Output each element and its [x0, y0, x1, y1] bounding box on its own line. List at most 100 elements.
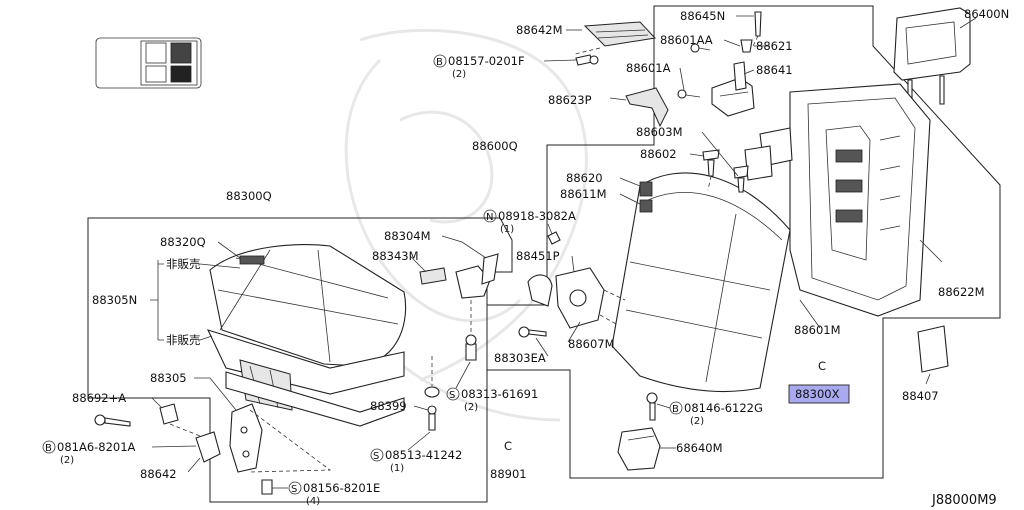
part-88641-drawing [711, 61, 755, 117]
fastener-08313: S 08313-61691 (2) [446, 361, 538, 413]
label-88611m: 88611M [560, 187, 607, 201]
fastener-code: 08313-61691 [461, 387, 538, 401]
headrest-86400n-drawing [893, 7, 971, 113]
hinge-88305-drawing [229, 403, 332, 495]
fastener-code: 08918-3082A [498, 209, 576, 223]
label-88320q: 88320Q [160, 235, 206, 249]
part-88692a-drawing [159, 403, 179, 425]
seat-position-icon [95, 37, 202, 89]
label-68640m: 68640M [676, 441, 723, 455]
label-88642: 88642 [140, 467, 177, 481]
label-88300x: 88300X [795, 387, 840, 401]
nut-08918-drawing [547, 231, 561, 245]
part-88645n-drawing [751, 11, 762, 49]
label-88620: 88620 [566, 171, 603, 185]
fastener-08156: S 08156-8201E (4) [272, 481, 380, 507]
fastener-qty: (2) [690, 416, 704, 427]
fastener-qty: (2) [464, 402, 478, 413]
fastener-mark: B [45, 443, 52, 454]
label-88623p: 88623P [548, 93, 592, 107]
fastener-code: 08156-8201E [303, 481, 380, 495]
label-88600q: 88600Q [472, 139, 518, 153]
label-86400n: 86400N [964, 7, 1009, 21]
fastener-qty: (2) [452, 69, 466, 80]
bolt-88303ea-drawing [518, 326, 547, 338]
label-88343m: 88343M [372, 249, 419, 263]
fastener-qty: (4) [306, 496, 320, 507]
fastener-code: 08513-41242 [385, 448, 462, 462]
label-88602: 88602 [640, 147, 677, 161]
label-88641: 88641 [756, 63, 793, 77]
label-88451p: 88451P [516, 249, 560, 263]
fastener-08513: S 08513-41242 (1) [370, 431, 462, 474]
part-88642m-drawing [574, 21, 657, 55]
fastener-081a6: B 081A6-8201A (2) [42, 440, 197, 466]
label-88642m: 88642M [516, 23, 563, 37]
label-88305: 88305 [150, 371, 187, 385]
label-88300q: 88300Q [226, 189, 272, 203]
label-88901: 88901 [490, 467, 527, 481]
label-88601a: 88601A [626, 61, 671, 75]
label-88645n: 88645N [680, 9, 725, 23]
fastener-08918: N 08918-3082A (1) [483, 209, 576, 235]
fastener-mark: S [373, 451, 379, 462]
fastener-code: 08146-6122G [684, 401, 763, 415]
bracket-68640m-drawing [617, 427, 661, 471]
part-88621-drawing [740, 39, 753, 53]
fastener-qty: (1) [500, 224, 514, 235]
spacer-88399-drawing [424, 356, 440, 398]
highlight-88300x[interactable]: 88300X [788, 384, 850, 404]
label-88603m: 88603M [636, 125, 683, 139]
part-88343m-drawing [419, 267, 447, 285]
pin-88602-drawing [702, 149, 720, 191]
label-88304m: 88304M [384, 229, 431, 243]
label-88621: 88621 [756, 39, 793, 53]
label-88399: 88399 [370, 399, 407, 413]
part-88623p-drawing [625, 87, 669, 128]
fastener-qty: (1) [390, 463, 404, 474]
fastener-code: 081A6-8201A [57, 440, 136, 454]
tag-88620-drawing [639, 181, 653, 197]
fastener-code: 08157-0201F [448, 54, 525, 68]
part-88642-drawing [169, 423, 221, 463]
fastener-mark: B [436, 57, 443, 68]
label-88407: 88407 [902, 389, 939, 403]
label-not-sold-1: 非販売 [166, 257, 201, 271]
label-88601aa: 88601AA [660, 33, 713, 47]
fastener-08146: B 08146-6122G (2) [656, 401, 763, 427]
recliner-88451p-drawing [527, 267, 626, 329]
bolt-08313-drawing [465, 300, 477, 361]
seatback-trim-88601m-drawing [611, 172, 791, 393]
label-88601m: 88601M [794, 323, 841, 337]
label-88607m: 88607M [568, 337, 615, 351]
leader-lines [150, 15, 977, 473]
diagram-code: J88000M9 [931, 493, 997, 508]
label-not-sold-2: 非販売 [166, 333, 201, 347]
tag-88611m-drawing [639, 199, 653, 213]
group-boundaries [87, 5, 1001, 503]
part-labels: 88642M 88645N 86400N 88601AA 88621 88601… [72, 7, 1009, 481]
fastener-mark: S [291, 484, 297, 495]
seat-cushion-88320q-drawing [206, 243, 407, 427]
fastener-mark: S [449, 390, 455, 401]
label-88305n: 88305N [92, 293, 137, 307]
label-88303ea: 88303EA [494, 351, 546, 365]
fastener-mark: N [486, 212, 493, 223]
screw-88601a-drawing [677, 89, 701, 99]
bolt-08513-drawing [427, 405, 437, 431]
pad-88407-drawing [917, 325, 949, 373]
mark-c-88300x: C [818, 359, 826, 373]
mark-c-88901: C [504, 439, 512, 453]
part-88304m-drawing [455, 253, 499, 299]
fastener-mark: B [672, 404, 679, 415]
seatback-frame-drawing [744, 83, 931, 317]
bolt-08157-drawing [575, 54, 599, 66]
label-88692a: 88692+A [72, 391, 126, 405]
fastener-qty: (2) [60, 455, 74, 466]
screw-88601aa-drawing [690, 43, 711, 53]
fastener-08157: B 08157-0201F (2) [433, 54, 577, 80]
bolt-08146-drawing [646, 392, 658, 421]
label-88622m: 88622M [938, 285, 985, 299]
bolt-081a6-drawing [94, 414, 131, 427]
